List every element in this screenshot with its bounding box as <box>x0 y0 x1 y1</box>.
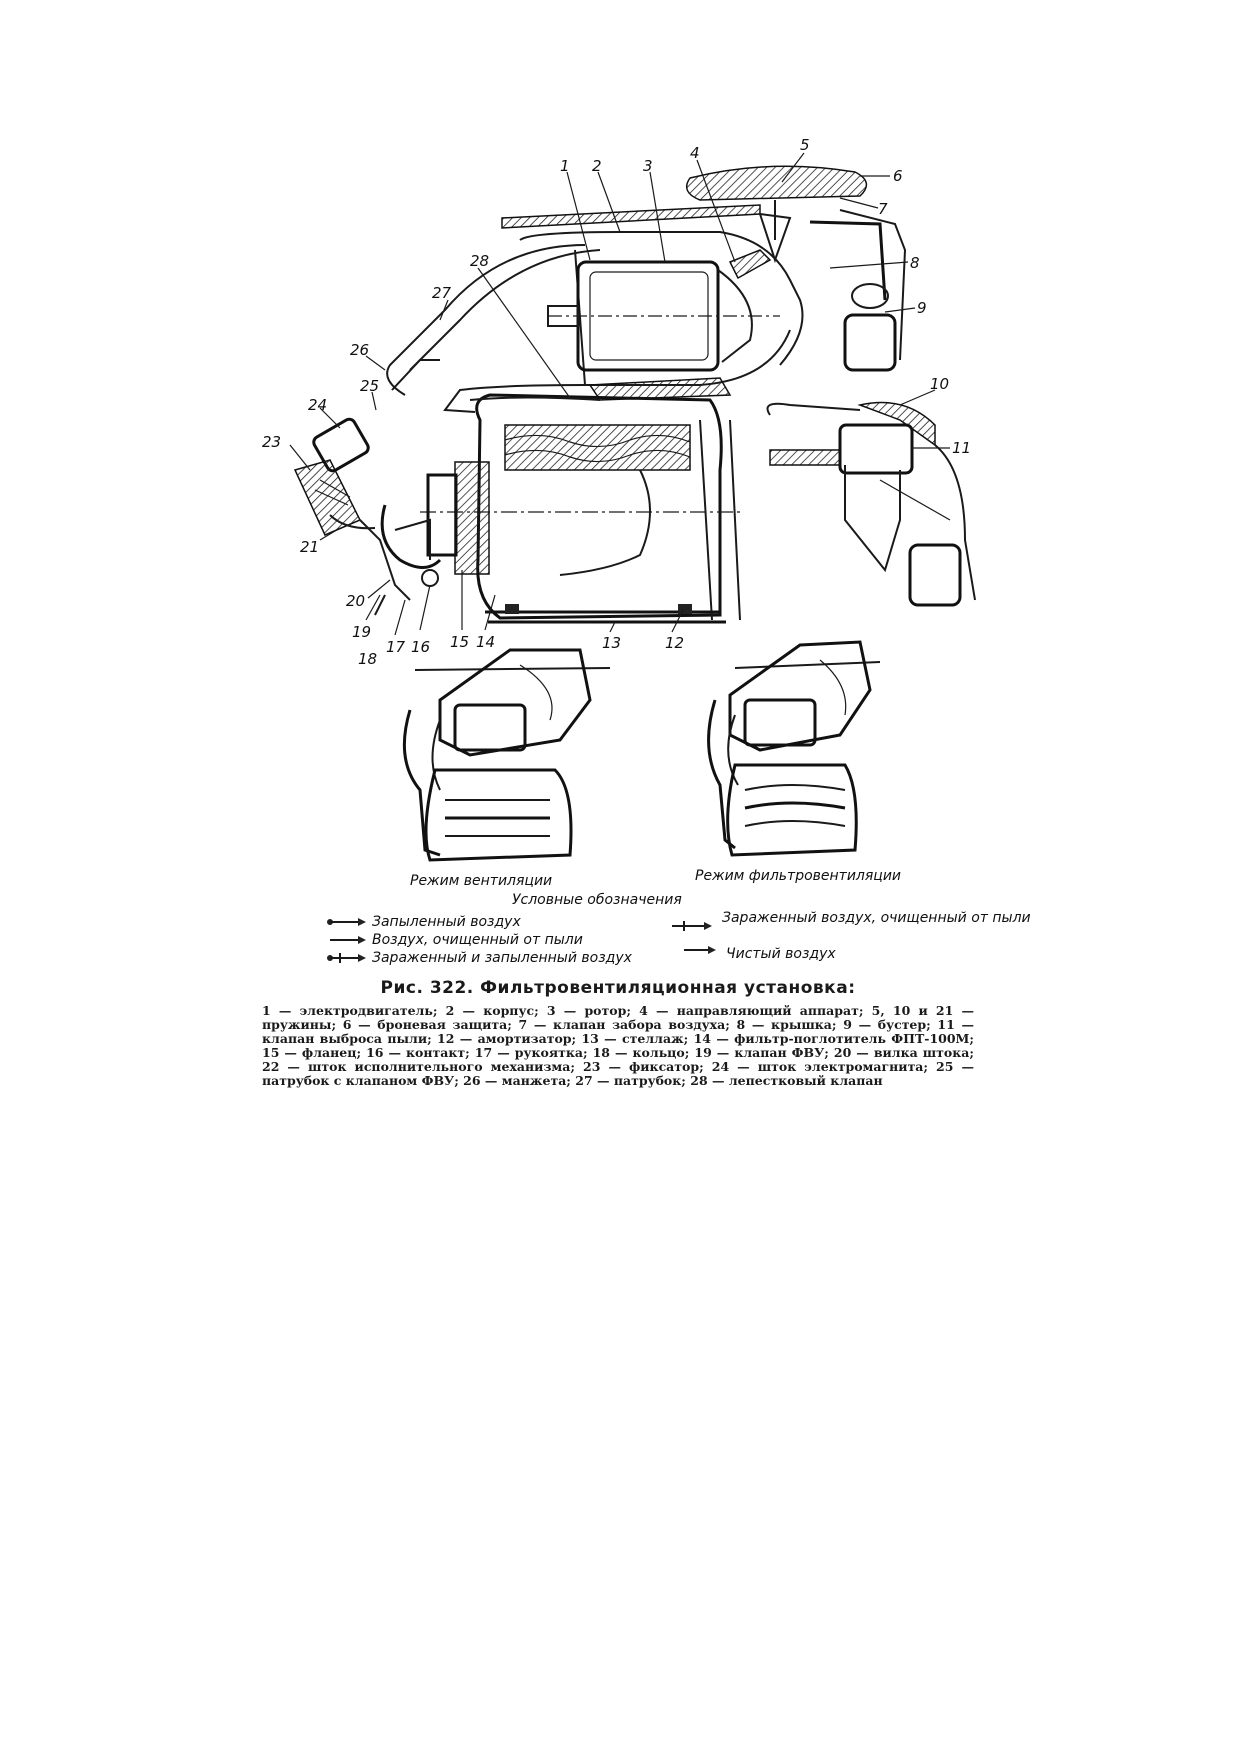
callout-20: 20 <box>346 592 365 610</box>
callout-11: 11 <box>952 439 971 457</box>
legend-title: Условные обозначения <box>512 892 682 908</box>
caption-title: Рис. 322. Фильтровентиляционная установк… <box>380 978 856 998</box>
mode-label-ventilation: Режим вентиляции <box>410 873 552 889</box>
callout-1: 1 <box>560 157 570 175</box>
svg-text:Воздух, очищенный от пыли: Воздух, очищенный от пыли <box>372 932 583 948</box>
callout-28: 28 <box>470 252 489 270</box>
legend: Условные обозначения Запыленный воздух В… <box>327 892 1031 966</box>
callout-15: 15 <box>450 633 469 651</box>
callout-5: 5 <box>800 136 810 154</box>
callout-6: 6 <box>893 167 903 185</box>
callout-23: 23 <box>262 433 281 451</box>
callout-13: 13 <box>602 634 621 652</box>
caption-legend-text: 1 — электродвигатель; 2 — корпус; 3 — ро… <box>262 1003 974 1088</box>
legend-item-contaminated-dusty-air: Зараженный и запыленный воздух <box>327 950 633 966</box>
ventilation-mode-sketch <box>402 648 611 862</box>
legend-item-dusty-air: Запыленный воздух <box>327 914 521 930</box>
callout-17: 17 <box>386 638 406 656</box>
callout-10: 10 <box>930 375 949 393</box>
callout-7: 7 <box>878 200 888 218</box>
callout-26: 26 <box>350 341 369 359</box>
callout-21: 21 <box>300 538 319 556</box>
valve-mechanism <box>293 359 442 616</box>
callout-18: 18 <box>358 650 377 668</box>
callout-labels: 1 2 3 4 5 6 7 8 9 10 11 12 13 14 15 16 1… <box>262 136 971 668</box>
callout-9: 9 <box>917 299 927 317</box>
mode-label-filter-ventilation: Режим фильтровентиляции <box>695 868 901 884</box>
callout-16: 16 <box>411 638 430 656</box>
filter-absorber <box>386 244 741 624</box>
legend-item-clean-air: Чистый воздух <box>684 946 836 962</box>
callout-24: 24 <box>308 396 327 414</box>
callout-2: 2 <box>592 157 602 175</box>
dust-valve-detail <box>766 401 976 607</box>
legend-item-dust-cleaned-air: Воздух, очищенный от пыли <box>330 932 583 948</box>
callout-14: 14 <box>476 633 495 651</box>
figure-caption: Рис. 322. Фильтровентиляционная установк… <box>262 978 974 1088</box>
filter-ventilation-mode-sketch <box>707 640 881 857</box>
legend-item-contaminated-dust-cleaned-air: Зараженный воздух, очищенный от пыли <box>672 910 1031 931</box>
callout-8: 8 <box>910 254 920 272</box>
callout-12: 12 <box>665 634 684 652</box>
callout-4: 4 <box>690 144 700 162</box>
callout-3: 3 <box>643 157 653 175</box>
callout-27: 27 <box>432 284 452 302</box>
svg-text:Запыленный воздух: Запыленный воздух <box>372 914 521 930</box>
svg-text:Чистый воздух: Чистый воздух <box>726 946 836 962</box>
fan-assembly <box>501 165 907 401</box>
svg-text:Зараженный воздух, очищенный о: Зараженный воздух, очищенный от пыли <box>722 910 1031 926</box>
svg-text:Зараженный и запыленный воздух: Зараженный и запыленный воздух <box>372 950 633 966</box>
callout-19: 19 <box>352 623 371 641</box>
callout-25: 25 <box>360 377 379 395</box>
